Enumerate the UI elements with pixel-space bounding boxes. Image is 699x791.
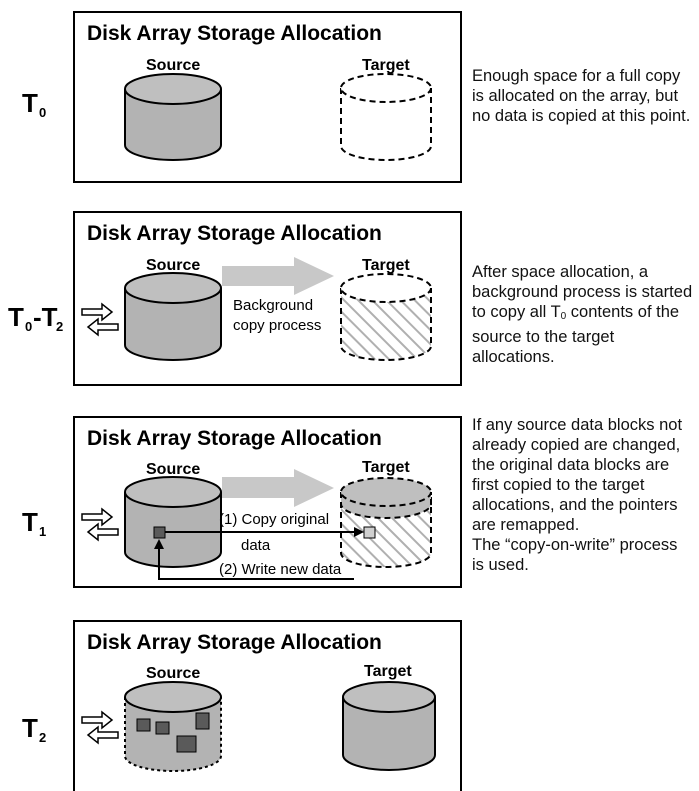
description-t0-t2: After space allocation, a background pro…	[472, 262, 698, 367]
time-sub2: 2	[56, 319, 63, 334]
panel-title: Disk Array Storage Allocation	[87, 427, 382, 450]
background-copy-arrow	[222, 257, 334, 295]
changed-block	[195, 712, 210, 730]
panel-t1: Disk Array Storage Allocation Source Tar…	[22, 416, 462, 588]
panel-t0-t2: Disk Array Storage Allocation Source Tar…	[8, 211, 462, 386]
source-data-block	[153, 526, 166, 539]
description-subscript: 0	[560, 311, 567, 322]
target-cylinder-copying	[340, 273, 432, 361]
description-line: After space allocation, a	[472, 263, 649, 281]
time-sub: 0	[25, 319, 32, 334]
source-cylinder-modified	[124, 681, 222, 772]
target-label: Target	[364, 663, 412, 680]
changed-block	[176, 735, 197, 753]
description-t0: Enough space for a full copy is allocate…	[472, 66, 698, 126]
time-label-t1: T 1	[22, 507, 46, 539]
description-line: is used.	[472, 556, 529, 574]
panel-title: Disk Array Storage Allocation	[87, 631, 382, 654]
copy-original-label-1: (1) Copy original	[219, 511, 329, 528]
description-fragment: to copy all T	[472, 303, 561, 321]
description-line: allocations.	[472, 348, 555, 366]
description-line: no data is copied at this point.	[472, 107, 691, 125]
io-arrows-icon	[81, 302, 119, 337]
target-cylinder-allocated	[340, 73, 432, 161]
source-label: Source	[146, 57, 200, 74]
background-copy-label-2: copy process	[233, 317, 321, 334]
description-line: is allocated on the array, but	[472, 87, 679, 105]
time-main: T	[8, 302, 24, 332]
panel-t2: Disk Array Storage Allocation Source Tar…	[22, 620, 462, 791]
write-new-data-arrow	[154, 539, 354, 580]
background-copy-arrow	[222, 469, 334, 507]
panel-title: Disk Array Storage Allocation	[87, 222, 382, 245]
description-fragment: contents of the	[566, 303, 680, 321]
source-cylinder	[124, 73, 222, 161]
time-main: T	[22, 507, 38, 537]
io-arrows-icon	[81, 507, 119, 542]
changed-block	[155, 721, 170, 735]
background-copy-label-1: Background	[233, 297, 313, 314]
time-main: T	[22, 88, 38, 118]
source-label: Source	[146, 257, 200, 274]
target-label: Target	[362, 257, 410, 274]
time-dash: -T	[33, 302, 58, 332]
source-cylinder	[124, 476, 222, 568]
description-line: are remapped.	[472, 516, 580, 534]
source-cylinder	[124, 272, 222, 361]
panel-t0: Disk Array Storage Allocation Source Tar…	[22, 11, 462, 183]
target-cylinder-complete	[342, 681, 436, 771]
target-cylinder-partial	[340, 477, 432, 568]
time-sub: 0	[39, 105, 46, 120]
time-sub: 1	[39, 524, 46, 539]
time-main: T	[22, 713, 38, 743]
description-line: The “copy-on-write” process	[472, 536, 678, 554]
description-line: to copy all T0 contents of the	[472, 302, 698, 327]
target-label: Target	[362, 57, 410, 74]
description-line: background process is started	[472, 283, 693, 301]
io-arrows-icon	[81, 710, 119, 745]
time-label-t0-t2: T 0 -T 2	[8, 302, 63, 334]
write-new-data-label: (2) Write new data	[219, 561, 342, 578]
description-line: allocations, and the pointers	[472, 496, 678, 514]
target-label: Target	[362, 459, 410, 476]
copy-original-label-2: data	[241, 537, 271, 554]
time-label-t0: T 0	[22, 88, 46, 120]
description-t1: If any source data blocks not already co…	[472, 415, 698, 575]
changed-block	[136, 718, 151, 732]
target-copied-block	[363, 526, 376, 539]
description-line: source to the target	[472, 328, 615, 346]
source-label: Source	[146, 665, 200, 682]
time-label-t2: T 2	[22, 713, 46, 745]
time-sub: 2	[39, 730, 46, 745]
description-line: first copied to the target	[472, 476, 645, 494]
description-line: Enough space for a full copy	[472, 67, 681, 85]
description-line: already copied are changed,	[472, 436, 681, 454]
description-line: If any source data blocks not	[472, 416, 683, 434]
panel-title: Disk Array Storage Allocation	[87, 22, 382, 45]
source-label: Source	[146, 461, 200, 478]
description-line: the original data blocks are	[472, 456, 670, 474]
